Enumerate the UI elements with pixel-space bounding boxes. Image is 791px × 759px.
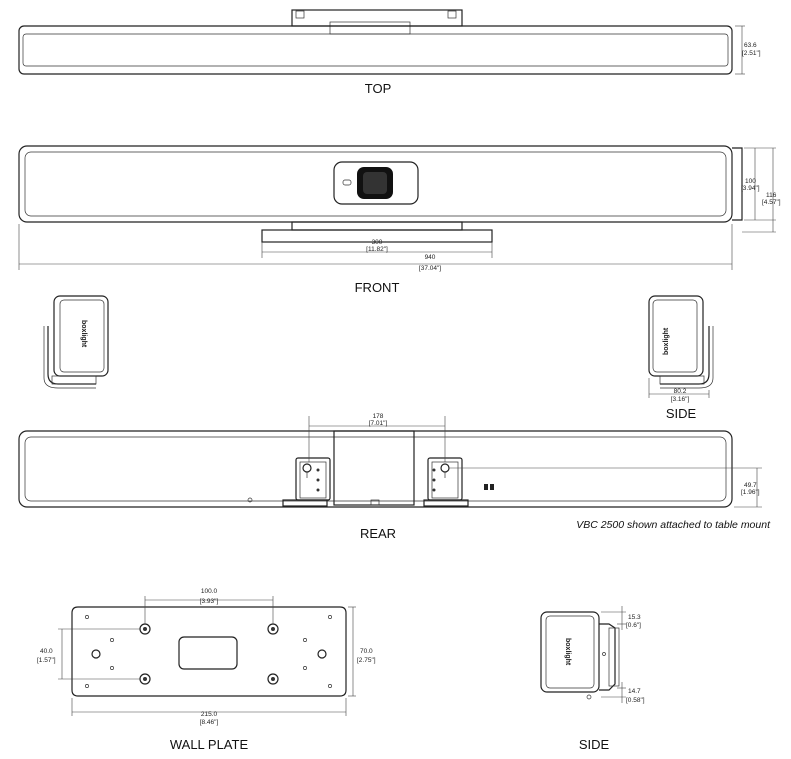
dim-front-inner: 100 [745, 178, 756, 185]
side-wall-logo: boxlight [564, 638, 571, 666]
dim-plate-height-in: [2.75"] [357, 657, 376, 664]
dim-total-width-in: [37.04"] [419, 265, 441, 272]
side-wall-bracket [599, 623, 616, 691]
front-view: 100 [3.94"] 116 [4.57"] 300 [11.82"] 940… [18, 145, 781, 295]
top-bracket-tab [295, 10, 305, 19]
dim-rear-height-in: [1.96"] [741, 489, 760, 496]
dim-side2-bottom: 14.7 [628, 688, 641, 695]
label-side-top: SIDE [666, 406, 697, 421]
dim-mount-width: 300 [372, 239, 383, 246]
dim-top-height: 63.6 [744, 42, 757, 49]
top-bracket-tab [447, 10, 457, 19]
rear-bar-outline [18, 430, 733, 508]
top-view: 63.6 [2.51"] TOP [18, 9, 761, 96]
camera-lens-inner [363, 172, 387, 194]
camera-housing [333, 161, 419, 205]
dim-plate-holes-h-in: [1.57"] [37, 657, 56, 664]
dim-plate-holes-w-in: [3.93"] [200, 598, 219, 605]
dim-plate-width: 215.0 [201, 711, 218, 718]
dim-rear-holes: 178 [373, 413, 384, 420]
dim-front-outer: 116 [766, 192, 777, 199]
top-bracket-plate [329, 21, 411, 35]
side-right-body [648, 295, 704, 377]
dim-plate-holes-w: 100.0 [201, 588, 218, 595]
side-right-logo: boxlight [663, 327, 670, 355]
front-bar-grille [24, 151, 727, 217]
front-mount-base [261, 229, 493, 243]
dim-front-inner-in: [3.94"] [741, 185, 760, 192]
dim-rear-holes-in: [7.01"] [369, 420, 388, 427]
mount-note: VBC 2500 shown attached to table mount [576, 519, 771, 531]
wall-plate-hole [267, 673, 279, 685]
side-wall-body [540, 611, 600, 693]
side-left-bracket [47, 326, 96, 385]
rear-port [490, 484, 494, 490]
rear-bracket-left [295, 457, 331, 501]
dim-side2-top-in: [0.6"] [626, 622, 641, 629]
front-end-cap [732, 147, 743, 221]
side-view-wall: boxlight 15.3 [0.6"] 14.7 [0.58"] SIDE [540, 606, 645, 752]
dim-side-depth: 80.2 [674, 388, 687, 395]
label-wall-plate: WALL PLATE [170, 737, 249, 752]
dim-front-outer-in: [4.57"] [762, 199, 781, 206]
camera-led [342, 179, 352, 186]
top-mount-bracket [291, 9, 463, 27]
dim-side2-top: 15.3 [628, 614, 641, 621]
label-front: FRONT [355, 280, 400, 295]
front-mount-neck [291, 221, 463, 231]
wall-plate-cutout [178, 636, 238, 670]
side-left-logo: boxlight [80, 320, 87, 348]
rear-center-plate [333, 430, 415, 506]
top-bar-outline [18, 25, 733, 75]
label-side-bottom: SIDE [579, 737, 610, 752]
dim-plate-height: 70.0 [360, 648, 373, 655]
wall-plate-view: 100.0 [3.93"] 40.0 [1.57"] 70.0 [2.75"] … [37, 588, 376, 752]
side-view-left: boxlight [43, 295, 109, 389]
rear-port [484, 484, 488, 490]
top-bar-inner [22, 33, 729, 67]
dim-total-width: 940 [425, 254, 436, 261]
wall-plate-outline [71, 606, 347, 697]
dim-top-height-in: [2.51"] [742, 50, 761, 57]
dim-plate-holes-h: 40.0 [40, 648, 53, 655]
label-top: TOP [365, 81, 392, 96]
dim-side-depth-in: [3.16"] [671, 396, 690, 403]
dim-plate-width-in: [8.46"] [200, 719, 219, 726]
dim-rear-height: 49.7 [744, 482, 757, 489]
dim-mount-width-in: [11.82"] [366, 246, 388, 253]
dim-side2-bottom-in: [0.58"] [626, 697, 645, 704]
side-view-right: boxlight 80.2 [3.16"] SIDE [648, 295, 714, 421]
rear-view: 178 [7.01"] 49.7 [1.96"] VBC 2500 shown … [18, 413, 771, 541]
label-rear: REAR [360, 526, 396, 541]
